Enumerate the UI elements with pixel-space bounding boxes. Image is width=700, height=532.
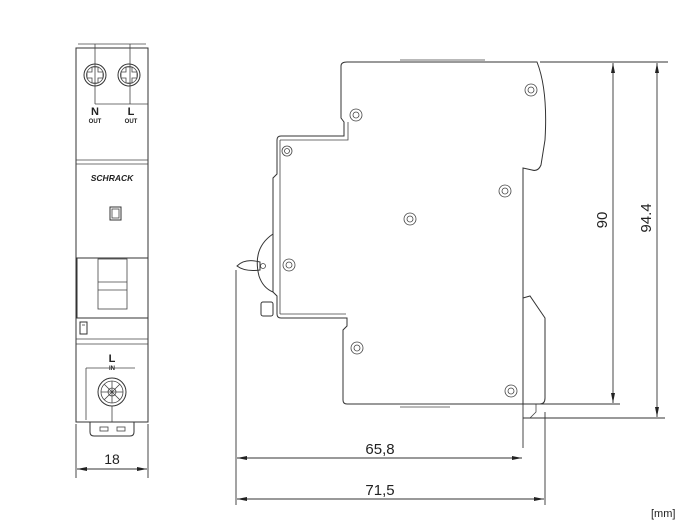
height-90-value: 90 xyxy=(594,212,611,229)
width-dimension-value: 18 xyxy=(104,451,120,467)
label-n: N xyxy=(91,106,99,118)
din-clip-side xyxy=(522,295,546,405)
label-l-in: L xyxy=(109,353,116,365)
brand-logo: SCHRACK xyxy=(91,173,134,183)
label-l: L xyxy=(128,106,135,118)
label-l-out: OUT xyxy=(125,119,138,125)
label-n-out: OUT xyxy=(89,119,102,125)
screw-l-in-icon xyxy=(97,377,127,407)
test-button-icon xyxy=(79,321,88,335)
depth-65-value: 65,8 xyxy=(365,441,394,458)
toggle-knob xyxy=(256,233,274,293)
screw-l-out-icon xyxy=(117,63,141,87)
label-l-in-sub: IN xyxy=(109,366,115,372)
side-body-outline xyxy=(272,61,547,405)
front-view: N OUT L OUT SCHRACK L IN xyxy=(75,43,149,478)
toggle-lever-tip xyxy=(236,260,261,271)
screw-n-out-icon xyxy=(83,63,107,87)
indicator-window-icon xyxy=(109,206,122,221)
height-94-value: 94.4 xyxy=(638,203,655,232)
toggle-lever xyxy=(97,258,128,310)
din-clip xyxy=(89,422,135,437)
toggle-housing xyxy=(76,257,149,319)
test-plunger xyxy=(260,301,274,317)
rivet-icon xyxy=(281,83,538,398)
depth-71-value: 71,5 xyxy=(365,482,394,499)
side-view: 90 94.4 65,8 71,5 xyxy=(235,59,668,505)
units-label: [mm] xyxy=(651,508,676,520)
